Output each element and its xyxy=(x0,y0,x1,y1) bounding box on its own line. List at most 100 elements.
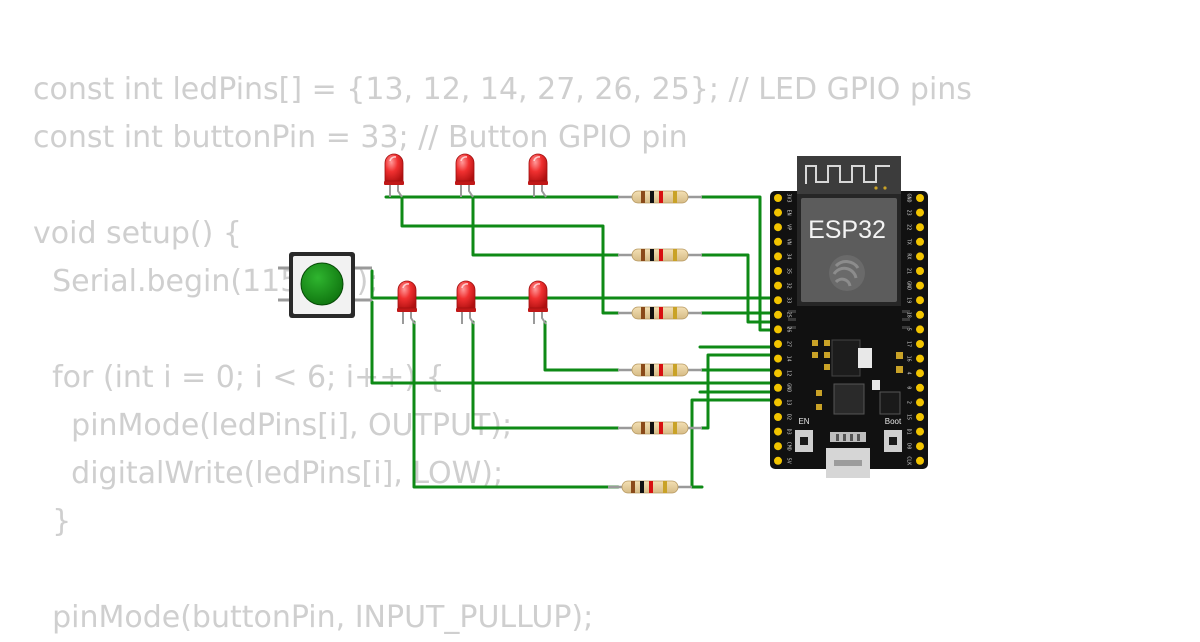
push-button[interactable] xyxy=(278,252,372,318)
en-button[interactable] xyxy=(795,430,813,452)
wire xyxy=(543,320,620,372)
wire xyxy=(370,269,780,300)
resistor[interactable] xyxy=(616,362,704,378)
pin-label: 5V xyxy=(786,458,792,464)
header-pin-right-6[interactable] xyxy=(916,267,924,275)
esp32-board[interactable]: ESP32 EN Boot xyxy=(770,156,928,478)
header-pin-left-11[interactable] xyxy=(774,340,782,348)
pin-label: TX xyxy=(906,239,912,245)
header-pin-right-10[interactable] xyxy=(916,325,924,334)
resistor[interactable] xyxy=(616,420,704,436)
pin-label: D1 xyxy=(906,429,912,435)
header-pin-left-4[interactable] xyxy=(774,237,782,246)
resistor[interactable] xyxy=(606,479,694,495)
pin-label: VN xyxy=(786,239,792,245)
header-pin-left-14[interactable] xyxy=(774,383,782,392)
resistor[interactable] xyxy=(616,247,704,263)
wire xyxy=(370,300,780,385)
header-pin-right-13[interactable] xyxy=(916,369,924,378)
header-pin-right-12[interactable] xyxy=(916,354,924,363)
pin-label: 4 xyxy=(906,372,912,375)
pin-label: 33 xyxy=(786,297,792,303)
wire xyxy=(700,195,780,332)
pin-label: D0 xyxy=(906,443,912,449)
espressif-logo-icon xyxy=(829,255,865,291)
pin-label: 22 xyxy=(906,224,912,230)
header-pin-left-2[interactable] xyxy=(774,208,782,217)
header-pin-right-8[interactable] xyxy=(916,296,924,305)
header-pin-left-15[interactable] xyxy=(774,398,782,407)
header-pin-right-18[interactable] xyxy=(916,442,924,451)
led[interactable] xyxy=(455,280,477,325)
pin-label: 27 xyxy=(786,341,792,347)
header-pin-left-8[interactable] xyxy=(774,296,782,305)
header-pin-left-3[interactable] xyxy=(774,223,782,232)
pin-label: 32 xyxy=(786,283,792,289)
header-pin-left-13[interactable] xyxy=(774,369,782,378)
wires xyxy=(370,195,780,489)
header-pin-left-17[interactable] xyxy=(774,427,782,436)
header-pin-left-1[interactable] xyxy=(774,194,782,202)
led[interactable] xyxy=(454,153,476,198)
resistor[interactable] xyxy=(616,189,704,205)
pin-label: 34 xyxy=(786,253,792,259)
pin-label: 12 xyxy=(786,370,792,376)
header-pin-right-2[interactable] xyxy=(916,208,924,217)
pin-label: 35 xyxy=(786,268,792,274)
usb-port xyxy=(826,432,870,478)
pin-label: 0 xyxy=(906,386,912,389)
header-pin-left-19[interactable] xyxy=(774,456,782,465)
header-pin-left-5[interactable] xyxy=(774,252,782,261)
header-pin-right-14[interactable] xyxy=(916,383,924,392)
led[interactable] xyxy=(527,280,549,325)
header-pin-right-7[interactable] xyxy=(916,281,924,290)
led[interactable] xyxy=(527,153,549,198)
header-pin-left-16[interactable] xyxy=(774,413,782,421)
resistor[interactable] xyxy=(616,305,704,321)
led[interactable] xyxy=(396,280,418,325)
header-pin-right-16[interactable] xyxy=(916,413,924,421)
header-pin-right-17[interactable] xyxy=(916,427,924,436)
pin-label: 5 xyxy=(906,328,912,331)
pin-label: GND xyxy=(906,281,912,290)
header-pin-left-10[interactable] xyxy=(774,325,782,334)
pin-label: 14 xyxy=(786,356,792,362)
boot-button-label: Boot xyxy=(885,417,902,426)
boot-button[interactable] xyxy=(884,430,902,452)
pin-label: 16 xyxy=(906,356,912,362)
code-line: for (int i = 0; i < 6; i++) { xyxy=(33,360,445,395)
header-pin-right-3[interactable] xyxy=(916,223,924,232)
code-line: } xyxy=(33,504,72,539)
pin-label: 19 xyxy=(906,297,912,303)
header-pin-left-18[interactable] xyxy=(774,442,782,451)
pin-label: 18 xyxy=(906,312,912,318)
code-line: const int ledPins[] = {13, 12, 14, 27, 2… xyxy=(33,72,972,107)
header-pin-left-12[interactable] xyxy=(774,354,782,363)
header-pin-right-1[interactable] xyxy=(916,194,924,202)
header-pin-right-15[interactable] xyxy=(916,398,924,407)
wire xyxy=(700,253,780,324)
header-pin-right-9[interactable] xyxy=(916,310,924,319)
pin-label: 17 xyxy=(906,341,912,347)
wire xyxy=(471,320,620,430)
header-pin-right-11[interactable] xyxy=(916,340,924,348)
header-pin-left-9[interactable] xyxy=(774,310,782,319)
pin-label: RX xyxy=(906,253,912,259)
en-button-label: EN xyxy=(798,417,809,426)
pin-label: EN xyxy=(786,210,792,216)
header-pin-right-4[interactable] xyxy=(916,237,924,246)
code-line: const int buttonPin = 33; // Button GPIO… xyxy=(33,120,688,155)
pin-label: 13 xyxy=(786,399,792,405)
header-pin-left-6[interactable] xyxy=(774,267,782,275)
wire xyxy=(471,195,620,257)
pin-label: GND xyxy=(786,383,792,392)
pin-label: 21 xyxy=(906,268,912,274)
header-pin-left-7[interactable] xyxy=(774,281,782,290)
pin-label: VP xyxy=(786,224,792,230)
led[interactable] xyxy=(383,153,405,198)
header-pin-right-5[interactable] xyxy=(916,252,924,261)
header-pin-right-19[interactable] xyxy=(916,456,924,465)
left-pin-header[interactable]: 3V3ENVPVN343532332526271412GND13D2D3CMD5… xyxy=(774,193,792,465)
